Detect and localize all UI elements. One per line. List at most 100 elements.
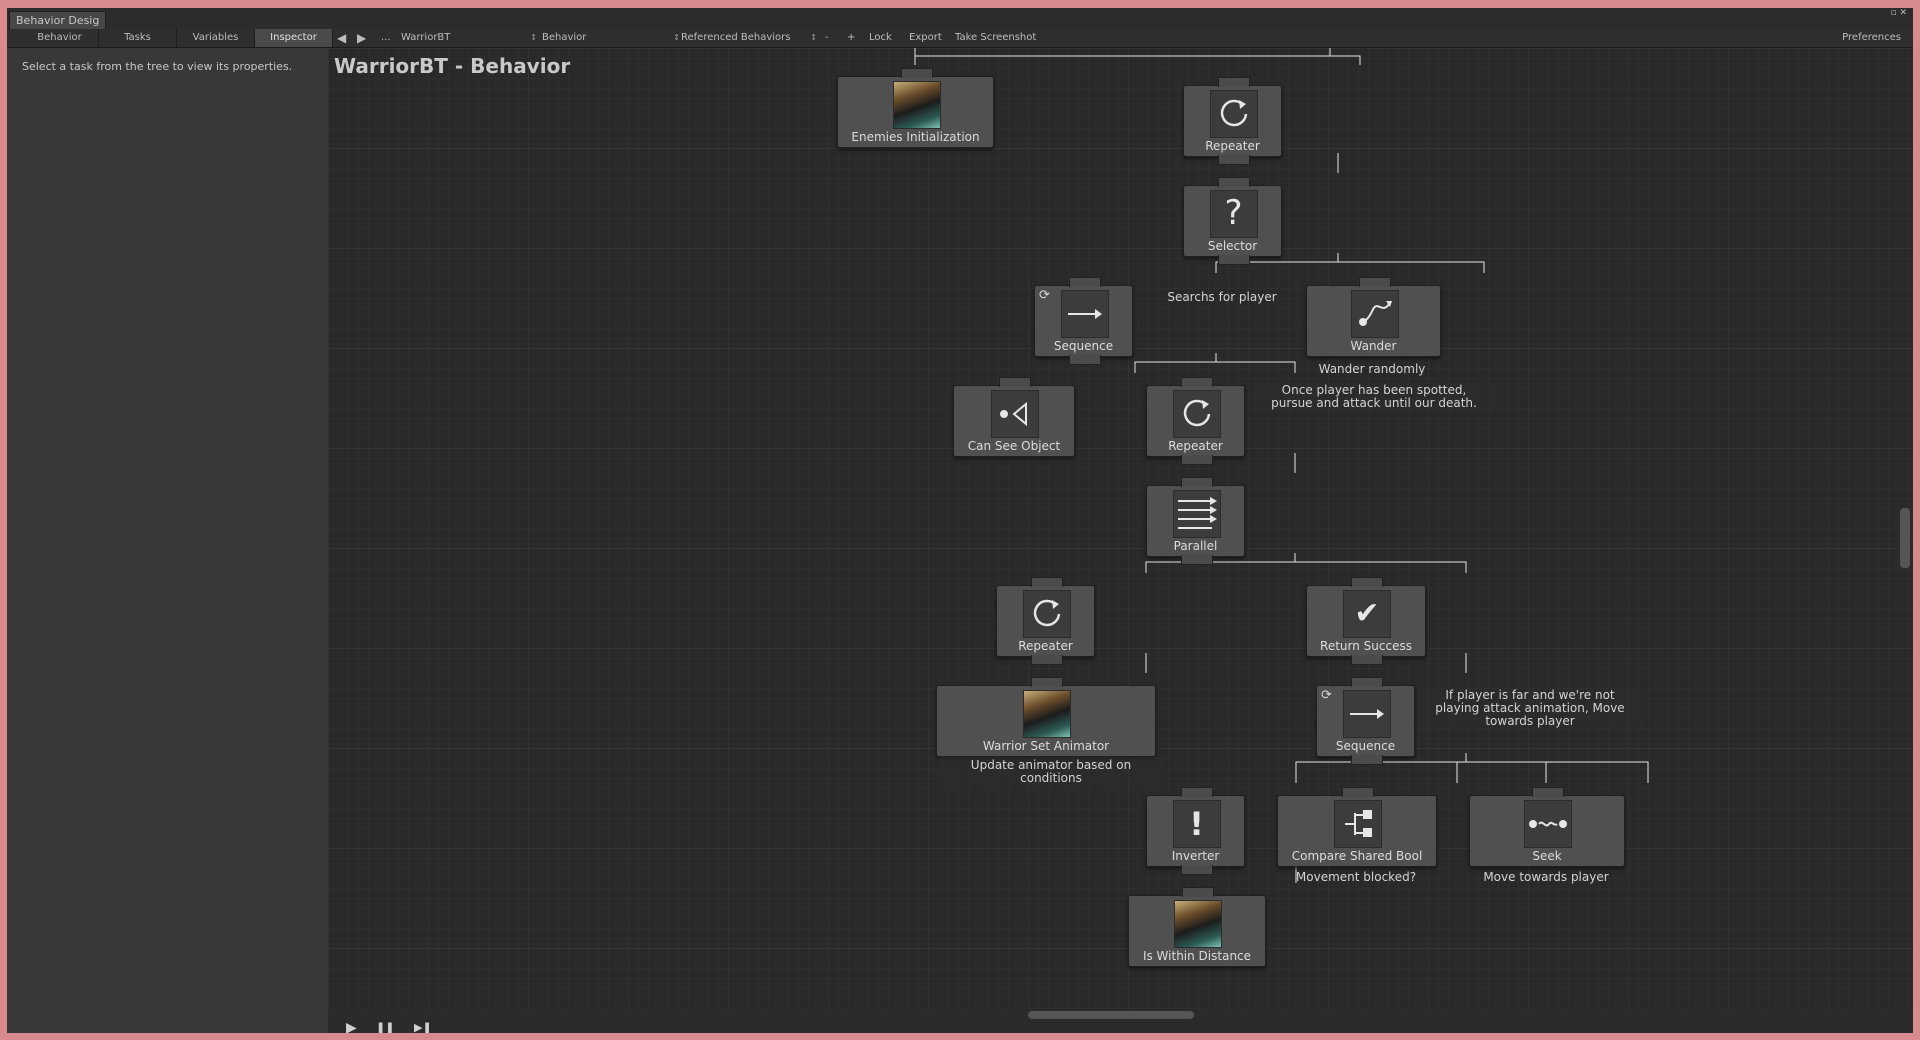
- node-repeater-animator[interactable]: Repeater: [996, 577, 1095, 665]
- edge-sequence-seek: [1466, 761, 1649, 783]
- edge-root-bus: [915, 55, 1361, 65]
- node-parallel[interactable]: Parallel: [1146, 477, 1245, 565]
- output-connector[interactable]: [1217, 155, 1250, 165]
- lock-button[interactable]: Lock: [869, 32, 892, 43]
- edge-sequence-cansee: [1134, 353, 1217, 373]
- comment-pursue: Once player has been spotted, pursue and…: [1252, 382, 1496, 412]
- node-label: Is Within Distance: [1142, 949, 1252, 963]
- node-label: Wander: [1350, 339, 1397, 353]
- output-connector[interactable]: [1351, 655, 1383, 665]
- warrior-portrait-icon: [1023, 690, 1071, 738]
- preferences-button[interactable]: Preferences: [1842, 32, 1901, 43]
- node-label: Repeater: [1205, 139, 1260, 153]
- pause-icon[interactable]: ❚❚: [376, 1021, 395, 1033]
- output-connector[interactable]: [1180, 555, 1213, 565]
- window-controls[interactable]: ▫ ✕: [1890, 8, 1907, 18]
- edge-root-entry: [1329, 48, 1360, 57]
- checkmark-icon: ✔: [1343, 590, 1391, 638]
- node-return-success[interactable]: ✔ Return Success: [1306, 577, 1426, 665]
- exclamation-icon: !: [1172, 800, 1221, 848]
- input-connector[interactable]: [1358, 277, 1391, 287]
- input-connector[interactable]: [1182, 887, 1214, 897]
- node-repeater-pursue[interactable]: Repeater: [1146, 377, 1245, 465]
- node-label: Enemies Initialization: [851, 130, 980, 144]
- take-screenshot-button[interactable]: Take Screenshot: [955, 32, 1037, 43]
- add-button[interactable]: +: [847, 32, 856, 43]
- input-connector[interactable]: [1180, 377, 1213, 387]
- node-seek[interactable]: Seek: [1469, 787, 1625, 867]
- node-inverter[interactable]: ! Inverter: [1146, 787, 1245, 875]
- tab-behavior[interactable]: Behavior: [21, 29, 99, 47]
- node-warrior-set-animator[interactable]: Warrior Set Animator: [936, 677, 1156, 757]
- node-repeater-root[interactable]: Repeater: [1183, 77, 1282, 165]
- node-can-see-object[interactable]: Can See Object: [953, 377, 1075, 457]
- comment-seek: Move towards player: [1483, 870, 1609, 884]
- tab-inspector[interactable]: Inspector: [255, 29, 333, 47]
- input-connector[interactable]: [1180, 477, 1213, 487]
- ellipsis-button[interactable]: ...: [381, 32, 391, 43]
- input-connector[interactable]: [1350, 677, 1383, 687]
- node-label: Seek: [1532, 849, 1562, 863]
- input-connector[interactable]: [1217, 177, 1250, 187]
- node-label: Sequence: [1053, 339, 1114, 353]
- input-connector[interactable]: [1068, 277, 1101, 287]
- play-icon[interactable]: ▶: [346, 1020, 357, 1033]
- window-tab[interactable]: Behavior Desig: [9, 11, 107, 29]
- step-icon[interactable]: ▶❚: [414, 1021, 432, 1033]
- input-connector[interactable]: [1342, 787, 1374, 797]
- edge-selector-wander: [1338, 261, 1485, 273]
- vertical-scrollbar[interactable]: [1900, 508, 1910, 568]
- node-sequence-search[interactable]: ⟳ Sequence: [1034, 277, 1133, 365]
- input-connector[interactable]: [1217, 77, 1250, 87]
- tab-tasks[interactable]: Tasks: [99, 29, 177, 47]
- comment-pursue-line-2: pursue and attack until our death.: [1271, 396, 1477, 410]
- node-sequence-move[interactable]: ⟳ Sequence: [1316, 677, 1415, 765]
- abort-type-icon: ⟳: [1321, 688, 1332, 703]
- input-connector[interactable]: [1030, 577, 1063, 587]
- horizontal-scrollbar[interactable]: [328, 1010, 1913, 1021]
- behavior-designer-window: Behavior Desig ▫ ✕ Behavior Tasks Variab…: [7, 8, 1913, 1033]
- node-label: Repeater: [1168, 439, 1223, 453]
- node-label: Warrior Set Animator: [982, 739, 1110, 753]
- comment-move: If player is far and we're not playing a…: [1418, 687, 1642, 730]
- input-connector[interactable]: [1532, 787, 1564, 797]
- output-connector[interactable]: [1350, 755, 1383, 765]
- input-connector[interactable]: [900, 68, 933, 78]
- behavior-select[interactable]: Behavior: [542, 29, 682, 47]
- output-connector[interactable]: [1180, 865, 1213, 875]
- remove-button[interactable]: -: [825, 32, 829, 43]
- node-compare-shared-bool[interactable]: Compare Shared Bool: [1277, 787, 1437, 867]
- output-connector[interactable]: [1217, 255, 1250, 265]
- referenced-behaviors-select[interactable]: Referenced Behaviors: [681, 29, 819, 47]
- output-connector[interactable]: [1068, 355, 1101, 365]
- abort-type-icon: ⟳: [1039, 288, 1050, 303]
- comment-move-line-1: If player is far and we're not: [1445, 688, 1615, 702]
- input-connector[interactable]: [999, 377, 1031, 387]
- repeat-icon: [1022, 590, 1071, 638]
- output-connector[interactable]: [1180, 455, 1213, 465]
- node-selector[interactable]: ? Selector: [1183, 177, 1282, 265]
- node-label: Can See Object: [967, 439, 1061, 453]
- input-connector[interactable]: [1031, 677, 1063, 687]
- node-label: Inverter: [1171, 849, 1220, 863]
- node-enemies-initialization[interactable]: Enemies Initialization: [837, 68, 994, 148]
- edge-parallel-returnsuccess: [1295, 561, 1467, 573]
- comment-move-line-2: playing attack animation, Move: [1435, 701, 1625, 715]
- input-connector[interactable]: [1351, 577, 1383, 587]
- back-arrow-icon[interactable]: ◀: [337, 31, 347, 45]
- comment-animator-line-2: conditions: [1020, 771, 1082, 785]
- tree-select[interactable]: WarriorBT: [401, 29, 539, 47]
- comment-searchs: Searchs for player: [1167, 290, 1277, 304]
- forward-arrow-icon[interactable]: ▶: [357, 31, 367, 45]
- tab-variables[interactable]: Variables: [177, 29, 255, 47]
- node-wander[interactable]: Wander: [1306, 277, 1441, 357]
- input-connector[interactable]: [1180, 787, 1213, 797]
- graph-canvas[interactable]: WarriorBT - Behavior: [328, 48, 1913, 1010]
- horizontal-scroll-thumb[interactable]: [1028, 1011, 1194, 1019]
- edge-sequence-compare: [1456, 761, 1466, 783]
- output-connector[interactable]: [1030, 655, 1063, 665]
- edge-parallel-repeater: [1145, 553, 1296, 573]
- export-button[interactable]: Export: [909, 32, 942, 43]
- node-is-within-distance[interactable]: Is Within Distance: [1128, 887, 1266, 967]
- warrior-portrait-icon: [892, 81, 941, 129]
